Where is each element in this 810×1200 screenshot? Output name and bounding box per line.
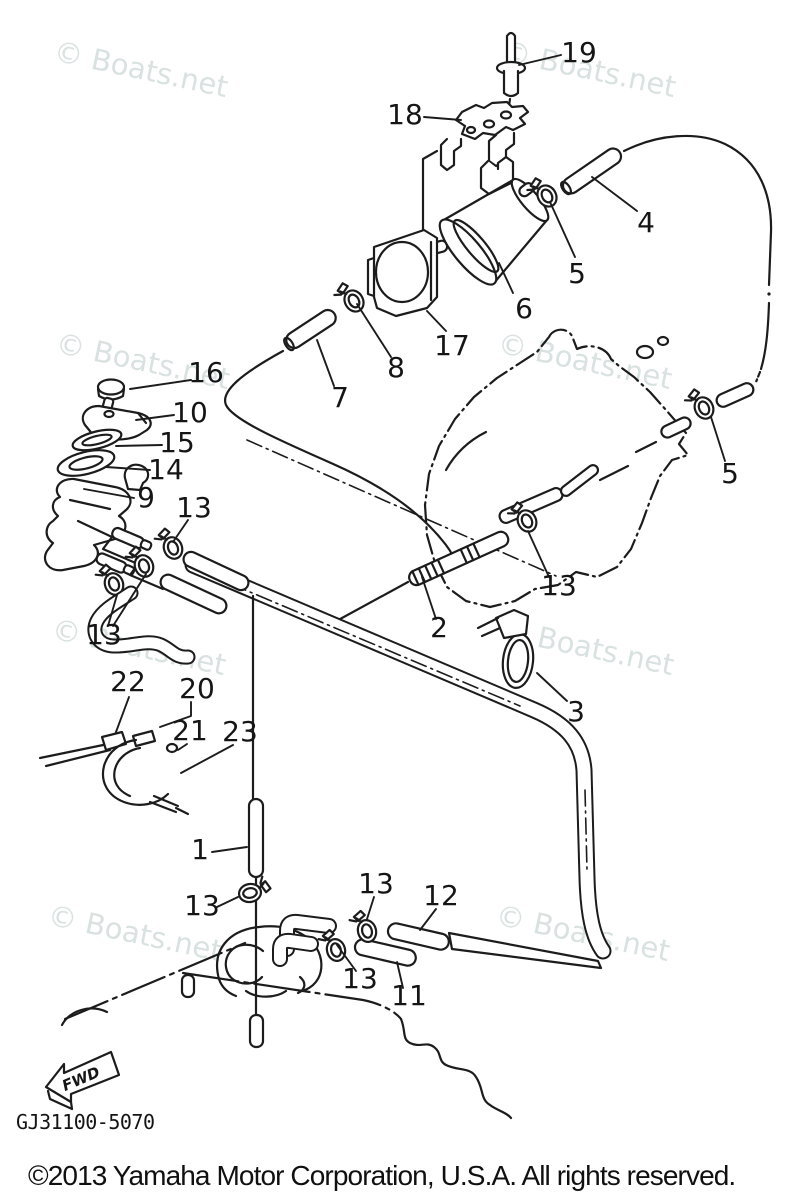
part-15-gasket (71, 428, 123, 452)
part-label-13-d: 13 (184, 889, 220, 922)
part-label-12: 12 (423, 879, 459, 912)
part-label-5-b: 5 (721, 457, 739, 490)
part-3-cable-tie (476, 608, 535, 689)
leader-lines (83, 54, 726, 989)
part-label-6: 6 (515, 292, 533, 325)
part-7-hose (283, 308, 337, 352)
cowling-outline (60, 941, 513, 1120)
part-label-21: 21 (172, 714, 208, 747)
fuel-hose-long (184, 556, 612, 960)
part-4-hose (559, 147, 623, 196)
engine-block-outline (423, 328, 690, 609)
fuel-hose-bend (87, 585, 196, 665)
part-20-clamp-assembly (38, 729, 190, 816)
engine-stub-right (660, 382, 755, 439)
fuel-hose-main-loop-top (622, 134, 773, 384)
fwd-arrow (44, 1050, 121, 1111)
part-label-13-a: 13 (176, 491, 212, 524)
part-label-22: 22 (110, 665, 146, 698)
part-label-8: 8 (387, 351, 405, 384)
part-label-10: 10 (172, 396, 208, 429)
part-label-20: 20 (179, 672, 215, 705)
part-14-washer (56, 449, 116, 477)
part-label-16: 16 (188, 356, 224, 389)
part-label-15: 15 (159, 426, 195, 459)
part-label-2: 2 (430, 611, 448, 644)
part-label-7: 7 (331, 381, 349, 414)
part-label-17: 17 (434, 329, 470, 362)
part-label-1: 1 (191, 833, 209, 866)
drawing-code: GJ31100-5070 (16, 1110, 155, 1134)
part-label-19: 19 (561, 36, 597, 69)
part-label-18: 18 (387, 98, 423, 131)
part-18-bracket (421, 100, 530, 235)
part-label-3: 3 (567, 695, 585, 728)
part-label-4: 4 (637, 206, 655, 239)
footer-copyright: ©2013 Yamaha Motor Corporation, U.S.A. A… (28, 1160, 736, 1191)
part-label-5: 5 (568, 257, 586, 290)
fuel-tubes-left (159, 550, 250, 615)
part-13-clamp-hose12 (346, 907, 380, 947)
part-label-13-f: 13 (342, 962, 378, 995)
part-label-11: 11 (391, 979, 427, 1012)
part-19-pin (495, 31, 527, 115)
part-label-13-e: 13 (358, 867, 394, 900)
part-label-13-c: 13 (541, 569, 577, 602)
part-label-9: 9 (137, 481, 155, 514)
fuel-line-sweep (223, 349, 557, 577)
part-label-14: 14 (148, 453, 184, 486)
part-13-clamp-cock-2 (122, 542, 158, 583)
part-13-clamp-tube1 (235, 874, 274, 905)
part-2-pipe-joint (329, 464, 600, 626)
part-17-bracket (366, 228, 439, 318)
part-label-23: 23 (222, 715, 258, 748)
part-label-13-b: 13 (86, 618, 122, 651)
bottom-hoses (272, 913, 603, 970)
